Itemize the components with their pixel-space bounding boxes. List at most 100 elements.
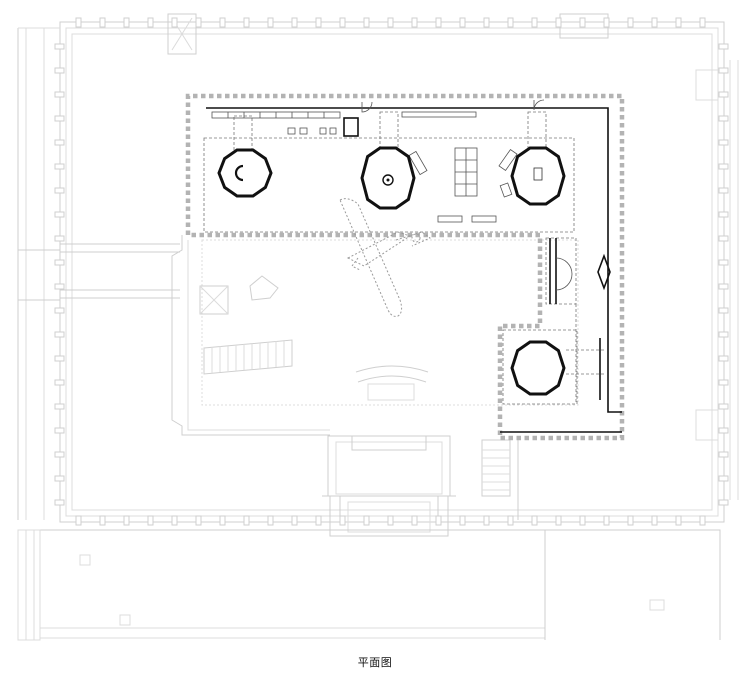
- facade-pier: [123, 17, 130, 28]
- facade-pier: [718, 427, 729, 434]
- facade-pier: [54, 331, 65, 338]
- facade-pier: [219, 515, 226, 526]
- facade-pier: [699, 515, 706, 526]
- facade-pier: [54, 259, 65, 266]
- facade-pier: [315, 17, 322, 28]
- facade-pier: [718, 91, 729, 98]
- octagon-room-icon: [510, 146, 566, 206]
- facade-pier: [171, 17, 178, 28]
- facade-pier: [718, 139, 729, 146]
- facade-pier: [627, 515, 634, 526]
- facade-pier: [195, 515, 202, 526]
- facade-pier: [459, 17, 466, 28]
- facade-pier: [675, 17, 682, 28]
- facade-pier: [603, 515, 610, 526]
- facade-pier: [195, 17, 202, 28]
- facade-piers: [54, 17, 729, 526]
- facade-pier: [291, 515, 298, 526]
- facade-pier: [75, 515, 82, 526]
- facade-pier: [99, 17, 106, 28]
- facade-pier: [435, 17, 442, 28]
- facade-pier: [651, 17, 658, 28]
- facade-pier: [718, 355, 729, 362]
- exhibition-boundary: [185, 93, 625, 441]
- facade-pier: [718, 475, 729, 482]
- facade-pier: [483, 515, 490, 526]
- facade-pier: [54, 43, 65, 50]
- existing-building: [17, 13, 739, 641]
- facade-pier: [267, 17, 274, 28]
- facade-pier: [54, 139, 65, 146]
- facade-pier: [147, 17, 154, 28]
- facade-pier: [718, 163, 729, 170]
- facade-pier: [675, 515, 682, 526]
- facade-pier: [339, 17, 346, 28]
- facade-pier: [54, 67, 65, 74]
- facade-pier: [718, 187, 729, 194]
- facade-pier: [54, 187, 65, 194]
- facade-pier: [99, 515, 106, 526]
- facade-pier: [718, 115, 729, 122]
- facade-pier: [54, 355, 65, 362]
- facade-pier: [531, 515, 538, 526]
- facade-pier: [411, 515, 418, 526]
- facade-pier: [459, 515, 466, 526]
- facade-pier: [718, 331, 729, 338]
- facade-pier: [699, 17, 706, 28]
- facade-pier: [267, 515, 274, 526]
- facade-pier: [291, 17, 298, 28]
- facade-pier: [718, 235, 729, 242]
- facade-pier: [718, 379, 729, 386]
- facade-pier: [387, 515, 394, 526]
- facade-pier: [363, 17, 370, 28]
- facade-pier: [718, 307, 729, 314]
- facade-pier: [555, 515, 562, 526]
- facade-pier: [555, 17, 562, 28]
- facade-pier: [243, 515, 250, 526]
- facade-pier: [363, 515, 370, 526]
- facade-pier: [54, 379, 65, 386]
- facade-pier: [54, 91, 65, 98]
- facade-pier: [54, 499, 65, 506]
- facade-pier: [718, 283, 729, 290]
- facade-pier: [579, 515, 586, 526]
- facade-pier: [54, 475, 65, 482]
- facade-pier: [718, 67, 729, 74]
- facade-pier: [718, 211, 729, 218]
- airplane-outline-icon: [339, 198, 431, 317]
- facade-pier: [531, 17, 538, 28]
- facade-pier: [507, 515, 514, 526]
- facade-pier: [219, 17, 226, 28]
- staircase-icon: [203, 339, 293, 375]
- facade-pier: [54, 427, 65, 434]
- facade-pier: [718, 43, 729, 50]
- facade-pier: [718, 403, 729, 410]
- facade-pier: [54, 211, 65, 218]
- facade-pier: [651, 515, 658, 526]
- facade-pier: [339, 515, 346, 526]
- facade-pier: [579, 17, 586, 28]
- octagon-room-icon: [360, 146, 416, 210]
- facade-pier: [123, 515, 130, 526]
- facade-pier: [411, 17, 418, 28]
- facade-pier: [387, 17, 394, 28]
- facade-pier: [243, 17, 250, 28]
- facade-pier: [718, 499, 729, 506]
- new-walls: [206, 99, 622, 433]
- facade-pier: [435, 515, 442, 526]
- facade-pier: [54, 163, 65, 170]
- facade-pier: [147, 515, 154, 526]
- drawing-caption: 平面图: [357, 656, 393, 669]
- facade-pier: [718, 451, 729, 458]
- facade-pier: [54, 403, 65, 410]
- facade-pier: [603, 17, 610, 28]
- facade-pier: [507, 17, 514, 28]
- facade-pier: [483, 17, 490, 28]
- facade-pier: [315, 515, 322, 526]
- facade-pier: [54, 115, 65, 122]
- facade-pier: [54, 235, 65, 242]
- facade-pier: [54, 283, 65, 290]
- facade-pier: [171, 515, 178, 526]
- facade-pier: [54, 307, 65, 314]
